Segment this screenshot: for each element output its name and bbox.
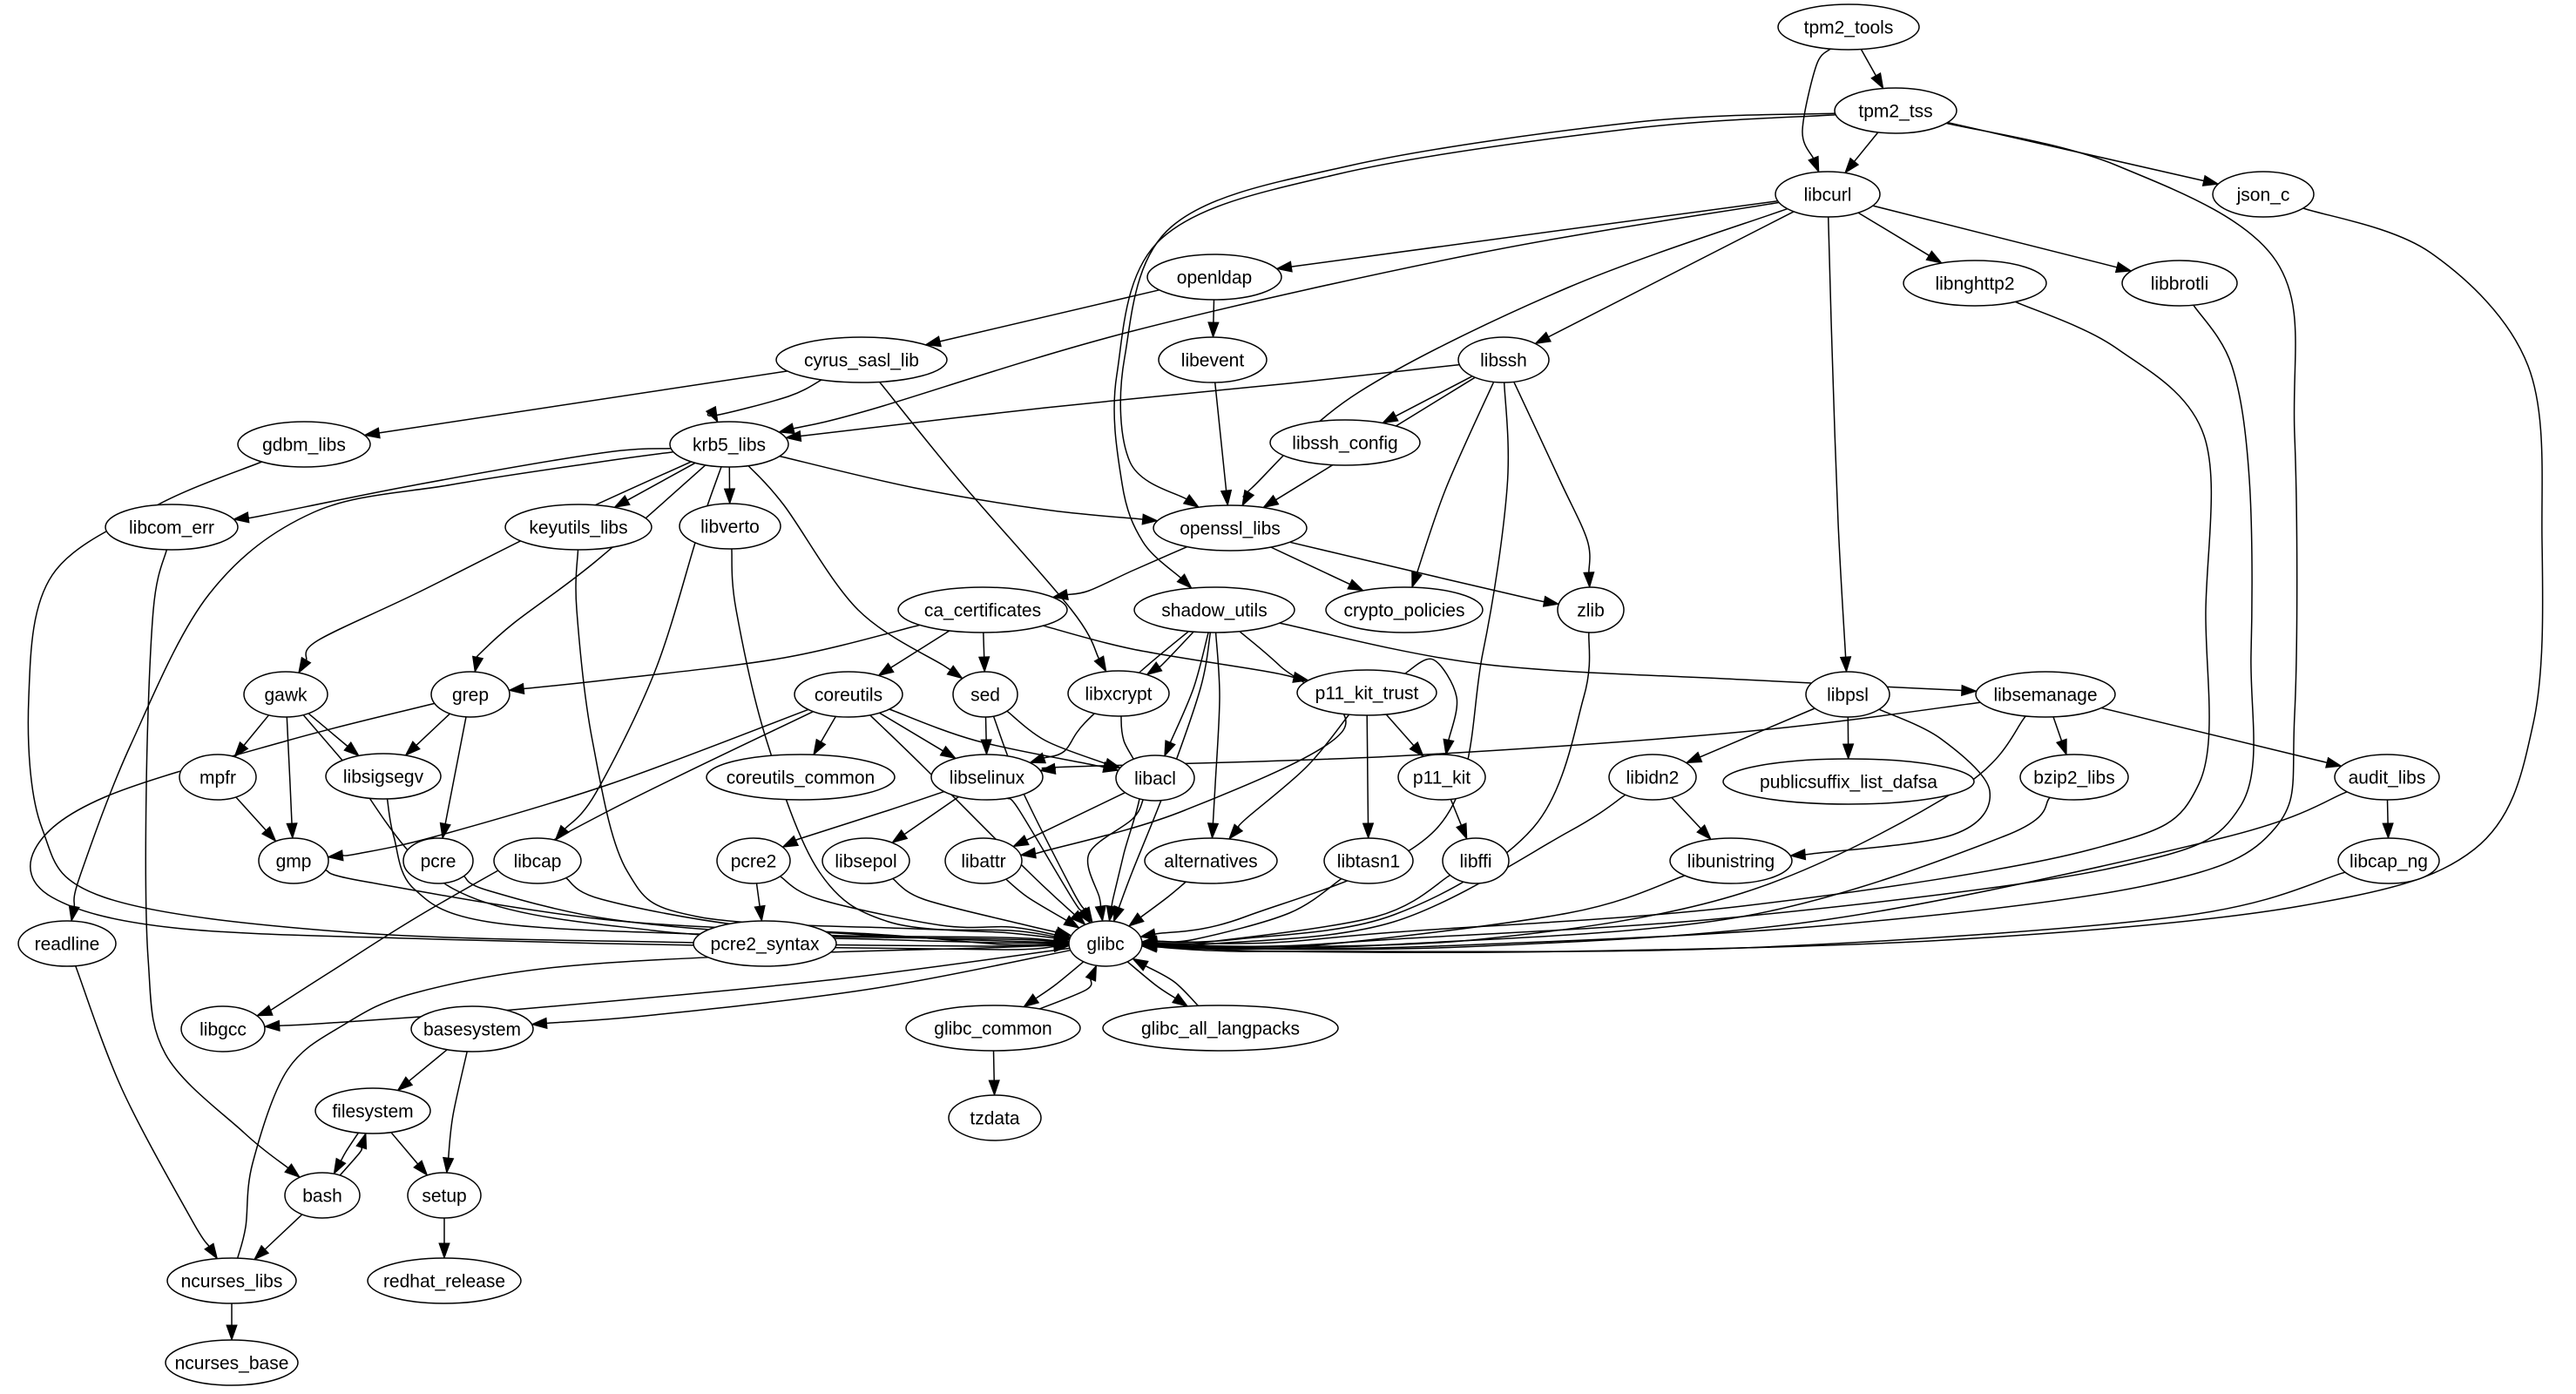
svg-text:shadow_utils: shadow_utils bbox=[1161, 601, 1267, 621]
svg-text:filesystem: filesystem bbox=[332, 1102, 413, 1122]
svg-text:cyrus_sasl_lib: cyrus_sasl_lib bbox=[804, 351, 919, 371]
svg-text:tpm2_tools: tpm2_tools bbox=[1804, 18, 1894, 38]
svg-text:mpfr: mpfr bbox=[199, 768, 236, 788]
svg-text:libattr: libattr bbox=[961, 852, 1005, 872]
svg-text:sed: sed bbox=[970, 686, 1000, 706]
svg-text:libacl: libacl bbox=[1134, 769, 1176, 789]
svg-text:keyutils_libs: keyutils_libs bbox=[529, 518, 627, 538]
svg-text:libtasn1: libtasn1 bbox=[1337, 852, 1400, 872]
svg-text:gawk: gawk bbox=[264, 686, 308, 706]
svg-text:coreutils: coreutils bbox=[815, 686, 882, 706]
svg-text:libpsl: libpsl bbox=[1827, 686, 1869, 706]
svg-text:redhat_release: redhat_release bbox=[383, 1272, 505, 1292]
svg-text:libcom_err: libcom_err bbox=[129, 518, 214, 538]
svg-text:libsepol: libsepol bbox=[835, 852, 896, 872]
svg-text:libcap: libcap bbox=[514, 852, 562, 872]
svg-text:libidn2: libidn2 bbox=[1626, 768, 1680, 788]
svg-text:glibc_all_langpacks: glibc_all_langpacks bbox=[1141, 1019, 1300, 1039]
svg-text:libcurl: libcurl bbox=[1804, 186, 1852, 206]
svg-text:bash: bash bbox=[302, 1187, 342, 1207]
svg-text:libnghttp2: libnghttp2 bbox=[1935, 274, 2014, 294]
svg-text:glibc: glibc bbox=[1086, 935, 1124, 955]
svg-text:libsigsegv: libsigsegv bbox=[343, 768, 424, 788]
svg-text:libbrotli: libbrotli bbox=[2151, 274, 2209, 294]
svg-text:tzdata: tzdata bbox=[970, 1109, 1020, 1129]
svg-text:readline: readline bbox=[35, 935, 100, 955]
svg-text:libssh_config: libssh_config bbox=[1292, 434, 1397, 454]
svg-text:krb5_libs: krb5_libs bbox=[693, 436, 766, 456]
svg-text:openssl_libs: openssl_libs bbox=[1180, 519, 1281, 539]
svg-text:setup: setup bbox=[422, 1187, 466, 1207]
svg-text:gmp: gmp bbox=[276, 852, 312, 872]
svg-text:ncurses_libs: ncurses_libs bbox=[181, 1272, 283, 1292]
svg-text:p11_kit_trust: p11_kit_trust bbox=[1315, 684, 1419, 704]
svg-text:libgcc: libgcc bbox=[199, 1020, 247, 1040]
svg-text:pcre2_syntax: pcre2_syntax bbox=[711, 935, 820, 955]
svg-text:json_c: json_c bbox=[2236, 186, 2290, 206]
svg-text:pcre: pcre bbox=[421, 852, 456, 872]
svg-text:libselinux: libselinux bbox=[950, 768, 1025, 788]
svg-text:libffi: libffi bbox=[1460, 852, 1492, 872]
svg-text:gdbm_libs: gdbm_libs bbox=[262, 436, 346, 456]
svg-text:pcre2: pcre2 bbox=[731, 852, 777, 872]
svg-text:libunistring: libunistring bbox=[1687, 852, 1775, 872]
svg-text:libevent: libevent bbox=[1181, 351, 1245, 371]
svg-text:publicsuffix_list_dafsa: publicsuffix_list_dafsa bbox=[1760, 773, 1937, 793]
svg-text:tpm2_tss: tpm2_tss bbox=[1858, 102, 1932, 122]
svg-text:libxcrypt: libxcrypt bbox=[1085, 685, 1152, 705]
svg-text:basesystem: basesystem bbox=[423, 1020, 521, 1040]
svg-text:libsemanage: libsemanage bbox=[1993, 686, 2097, 706]
svg-text:ca_certificates: ca_certificates bbox=[924, 601, 1041, 621]
svg-text:ncurses_base: ncurses_base bbox=[175, 1354, 289, 1374]
svg-text:coreutils_common: coreutils_common bbox=[727, 768, 875, 788]
svg-text:libssh: libssh bbox=[1480, 351, 1527, 371]
svg-text:libverto: libverto bbox=[700, 518, 760, 538]
svg-text:glibc_common: glibc_common bbox=[934, 1019, 1051, 1039]
svg-text:grep: grep bbox=[452, 686, 489, 706]
svg-text:openldap: openldap bbox=[1177, 268, 1252, 288]
svg-text:libcap_ng: libcap_ng bbox=[2350, 852, 2428, 872]
svg-text:zlib: zlib bbox=[1577, 601, 1605, 621]
svg-text:p11_kit: p11_kit bbox=[1413, 768, 1471, 788]
svg-text:crypto_policies: crypto_policies bbox=[1344, 601, 1465, 621]
svg-text:alternatives: alternatives bbox=[1164, 852, 1257, 872]
svg-text:audit_libs: audit_libs bbox=[2349, 768, 2426, 788]
svg-text:bzip2_libs: bzip2_libs bbox=[2033, 768, 2114, 788]
